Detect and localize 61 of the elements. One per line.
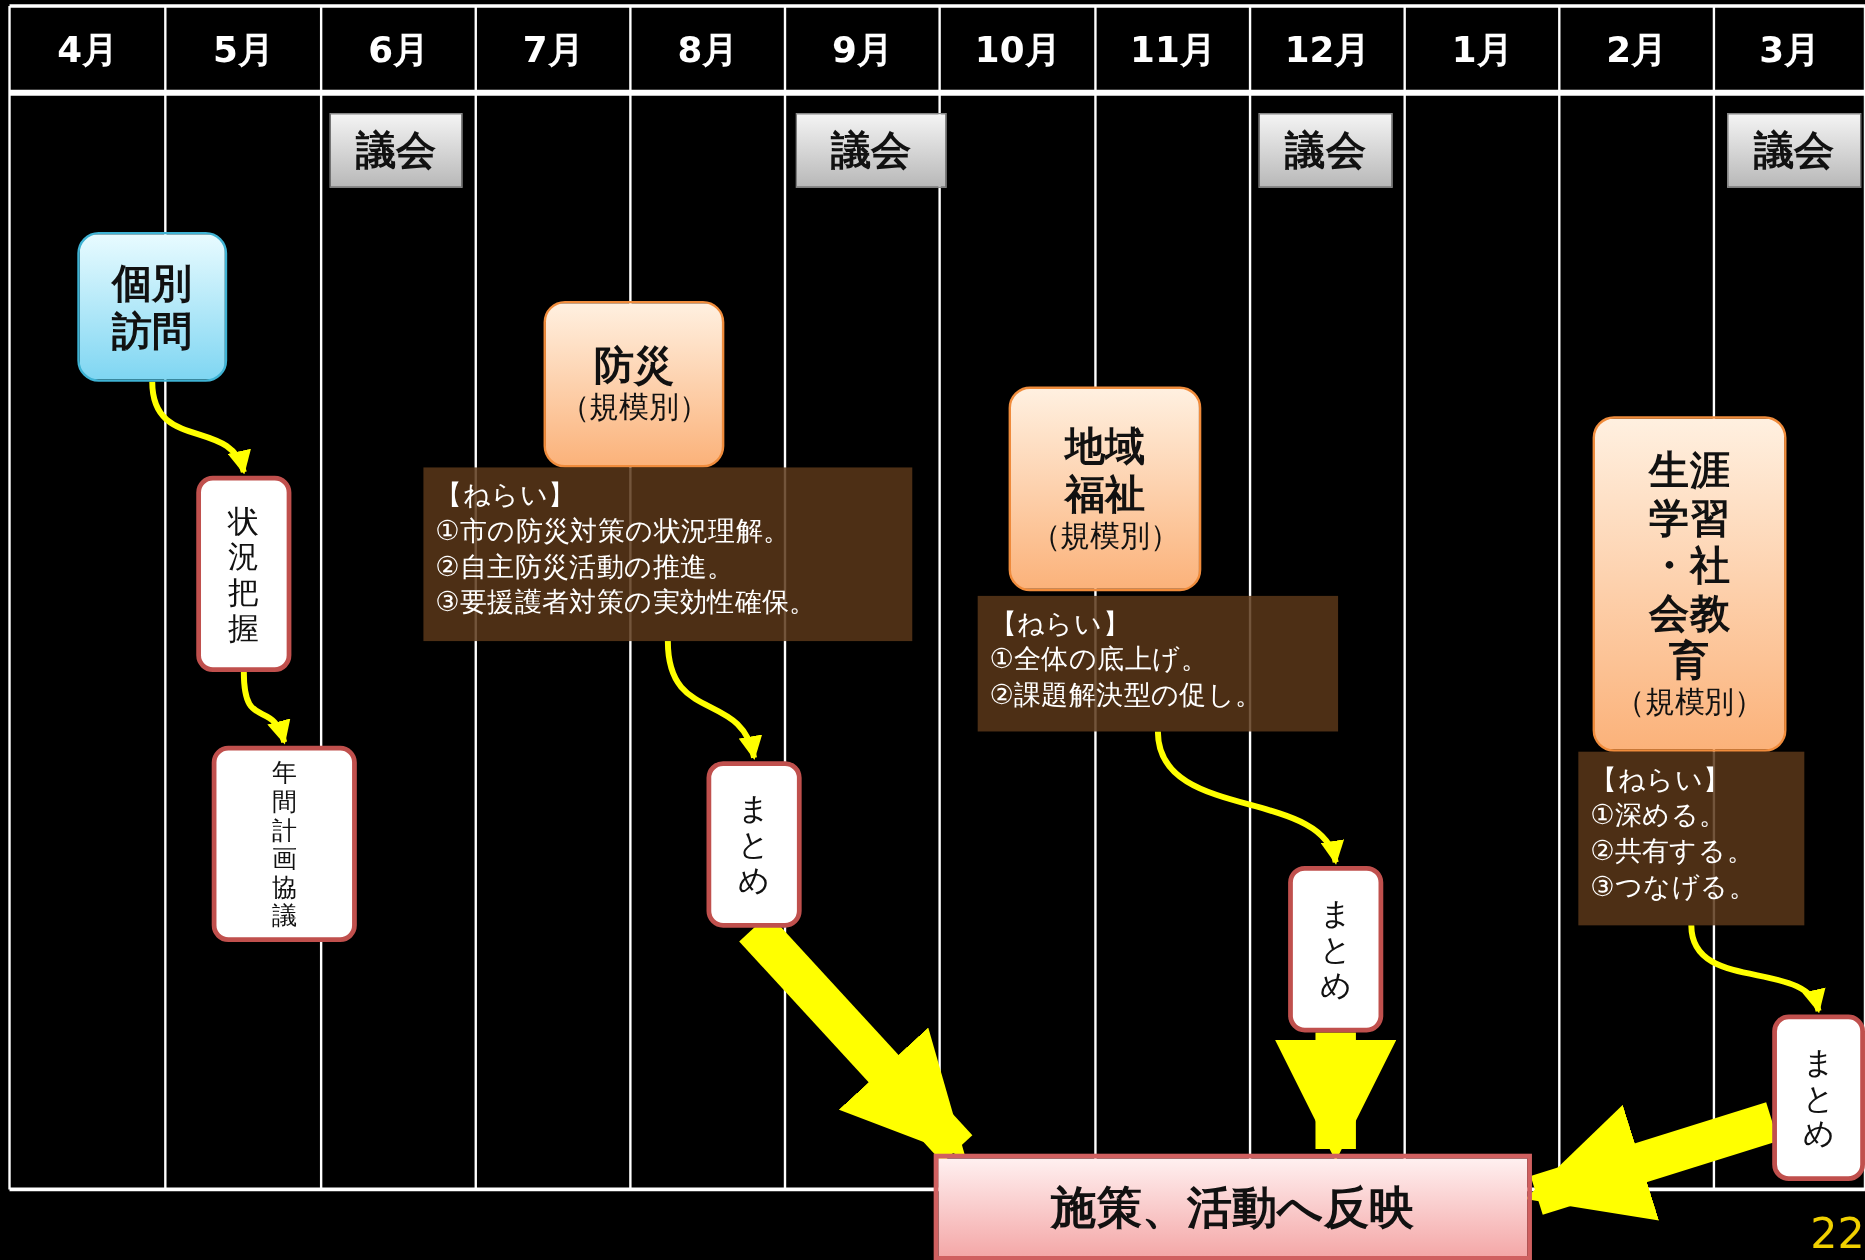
- month-header: 1月: [1450, 27, 1514, 73]
- month-header: 4月: [56, 27, 119, 73]
- council-box: [795, 113, 947, 188]
- step-box: [196, 475, 292, 672]
- activity-box: [1008, 386, 1202, 592]
- council-box: [1258, 113, 1393, 188]
- aim-item: ②自主防災活動の推進。: [435, 549, 736, 584]
- scale-note: （規模別）: [1030, 517, 1180, 556]
- month-header: 7月: [521, 27, 585, 73]
- scale-note: （規模別）: [1615, 684, 1764, 722]
- aim-item: ②共有する。: [1590, 833, 1755, 868]
- aim-item: ①全体の底上げ。: [989, 642, 1209, 677]
- aim-item: ②課題解決型の促し。: [989, 678, 1264, 713]
- council-box: [1727, 113, 1862, 188]
- aim-heading: 【ねらい】: [989, 606, 1131, 641]
- summary-box: [1288, 865, 1384, 1033]
- aim-heading: 【ねらい】: [435, 478, 577, 513]
- month-header: 9月: [831, 27, 894, 73]
- month-header: 8月: [676, 27, 739, 73]
- aim-panel: [423, 467, 913, 642]
- label-text: 議会: [355, 124, 437, 176]
- activity-title: 個別訪問: [110, 259, 194, 355]
- label-text: 状況把握: [226, 502, 261, 646]
- council-box: [329, 113, 463, 188]
- summary-box: [1772, 1014, 1865, 1182]
- aim-item: ③つなげる。: [1590, 869, 1758, 904]
- activity-title: 生涯学習・社会教育: [1647, 446, 1731, 684]
- page-number: 22: [1810, 1208, 1865, 1258]
- month-header: 10月: [973, 27, 1062, 73]
- month-header: 6月: [367, 27, 430, 73]
- label-text: 年間計画協議: [270, 758, 298, 930]
- activity-box: [543, 300, 725, 468]
- result-box: [933, 1153, 1532, 1260]
- label-text: 議会: [1753, 124, 1835, 176]
- curved-arrow: [664, 640, 760, 760]
- label-text: 議会: [830, 124, 912, 176]
- scale-note: （規模別）: [559, 389, 709, 427]
- label-text: 施策、活動へ反映: [1051, 1179, 1415, 1235]
- aim-heading: 【ねらい】: [1590, 762, 1732, 797]
- aim-item: ①市の防災対策の状況理解。: [435, 514, 792, 548]
- label-text: まとめ: [1801, 1044, 1836, 1152]
- month-header: 12月: [1283, 27, 1372, 73]
- month-header: 11月: [1129, 27, 1217, 73]
- label-text: まとめ: [737, 790, 772, 898]
- curved-arrow: [240, 671, 289, 745]
- step-box: [211, 745, 357, 942]
- activity-title: 地域福祉: [1063, 422, 1147, 518]
- aim-panel: [1578, 751, 1805, 926]
- curved-arrow: [149, 381, 248, 475]
- activity-box: [1592, 416, 1787, 752]
- aim-item: ①深める。: [1590, 798, 1728, 833]
- activity-box: [77, 231, 228, 382]
- summary-box: [706, 761, 802, 928]
- month-header: 3月: [1758, 27, 1821, 73]
- month-header: 5月: [212, 27, 275, 73]
- label-text: 議会: [1285, 124, 1367, 176]
- activity-title: 防災: [592, 341, 676, 389]
- label-text: まとめ: [1318, 895, 1353, 1003]
- aim-panel: [977, 595, 1339, 732]
- month-header: 2月: [1605, 27, 1668, 73]
- aim-item: ③要援護者対策の実効性確保。: [435, 585, 818, 620]
